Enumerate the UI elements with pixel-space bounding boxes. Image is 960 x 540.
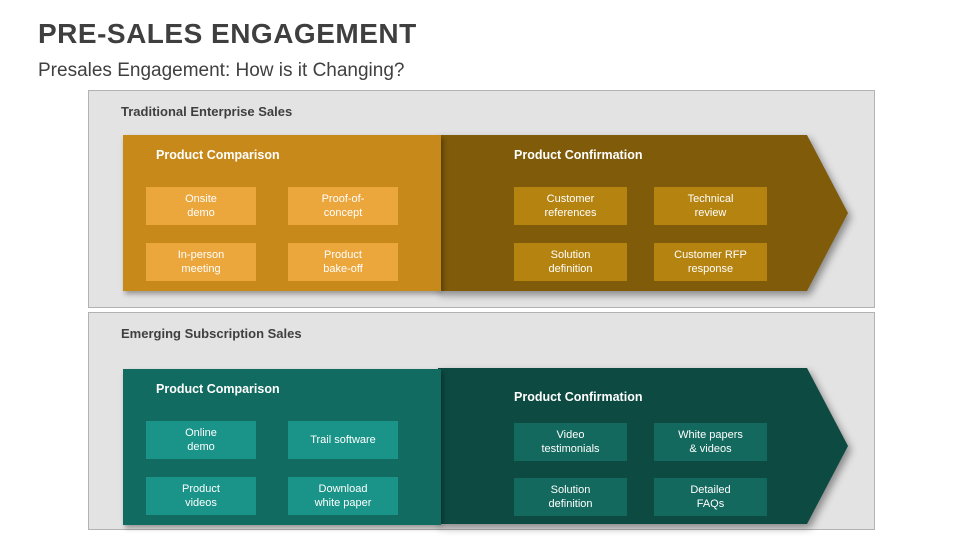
page-subtitle: Presales Engagement: How is it Changing?	[38, 60, 405, 81]
emerging-product-confirmation-shape: Product Confirmation Video testimonials …	[438, 368, 848, 524]
item-technical-review: Technical review	[654, 187, 767, 225]
item-product-videos: Product videos	[146, 477, 256, 515]
panel-traditional-enterprise-sales: Traditional Enterprise Sales Product Com…	[88, 90, 875, 308]
item-customer-references: Customer references	[514, 187, 627, 225]
item-trail-software: Trail software	[288, 421, 398, 459]
emerging-product-confirmation-arrow-wrap: Product Confirmation Video testimonials …	[438, 368, 848, 524]
traditional-product-confirmation-shape: Product Confirmation Customer references…	[438, 135, 848, 291]
item-detailed-faqs: Detailed FAQs	[654, 478, 767, 516]
emerging-product-comparison-shape: Product Comparison Online demo Trail sof…	[123, 369, 441, 525]
panel-emerging-subscription-sales: Emerging Subscription Sales Product Comp…	[88, 312, 875, 530]
item-white-papers-videos: White papers & videos	[654, 423, 767, 461]
item-onsite-demo: Onsite demo	[146, 187, 256, 225]
item-product-bake-off: Product bake-off	[288, 243, 398, 281]
item-solution-definition: Solution definition	[514, 243, 627, 281]
item-video-testimonials: Video testimonials	[514, 423, 627, 461]
item-customer-rfp-response: Customer RFP response	[654, 243, 767, 281]
item-download-white-paper: Download white paper	[288, 477, 398, 515]
section-label: Product Confirmation	[514, 390, 643, 404]
page-title: PRE-SALES ENGAGEMENT	[38, 18, 417, 49]
item-solution-definition: Solution definition	[514, 478, 627, 516]
panel-header: Traditional Enterprise Sales	[121, 104, 293, 119]
item-in-person-meeting: In-person meeting	[146, 243, 256, 281]
item-online-demo: Online demo	[146, 421, 256, 459]
panel-header: Emerging Subscription Sales	[121, 326, 302, 341]
section-label: Product Confirmation	[514, 148, 643, 162]
section-label: Product Comparison	[156, 382, 280, 396]
item-proof-of-concept: Proof-of- concept	[288, 187, 398, 225]
traditional-product-confirmation-arrow-wrap: Product Confirmation Customer references…	[438, 135, 848, 291]
traditional-product-comparison-shape: Product Comparison Onsite demo Proof-of-…	[123, 135, 441, 291]
section-label: Product Comparison	[156, 148, 280, 162]
